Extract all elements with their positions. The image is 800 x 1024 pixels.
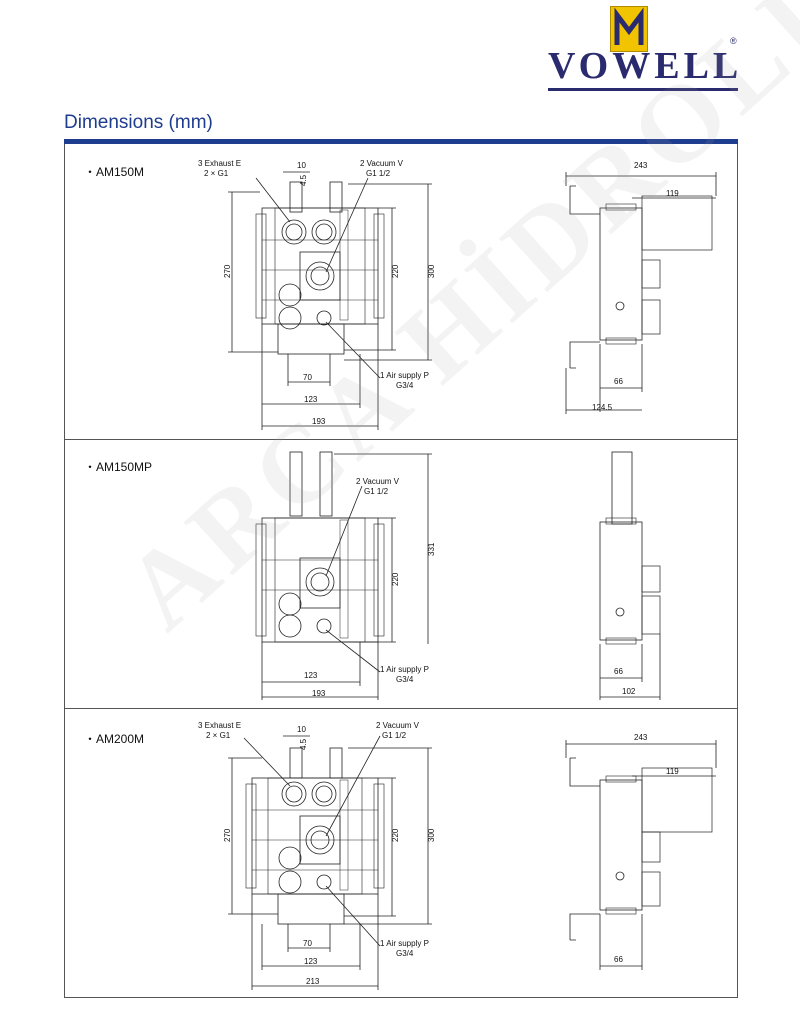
- page-title: Dimensions (mm): [64, 112, 213, 133]
- dim-label: 4.5: [299, 738, 308, 750]
- dim-label: 220: [391, 572, 400, 586]
- dim-label: 102: [622, 687, 636, 696]
- callout-vacuum-port: G1 1/2: [366, 169, 391, 178]
- callout-air-port: G3/4: [396, 381, 414, 390]
- dim-label: 270: [223, 828, 232, 842]
- am150mp-side-view: [599, 451, 661, 700]
- callout-exhaust-port: 2 × G1: [204, 169, 229, 178]
- dim-label: 300: [427, 828, 436, 842]
- callout-air-supply: 1 Air supply P: [380, 665, 429, 674]
- callout-air-port: G3/4: [396, 949, 414, 958]
- dim-label: 123: [304, 671, 318, 680]
- dim-label: 70: [303, 939, 312, 948]
- callout-exhaust: 3 Exhaust E: [198, 159, 241, 168]
- dim-label: 124.5: [592, 403, 613, 412]
- registered-mark: ®: [730, 36, 737, 46]
- callout-air-supply: 1 Air supply P: [380, 371, 429, 380]
- callout-exhaust: 3 Exhaust E: [198, 721, 241, 730]
- dim-label: 331: [427, 542, 436, 556]
- dim-label: 70: [303, 373, 312, 382]
- section-divider: [64, 708, 738, 709]
- dim-label: 270: [223, 264, 232, 278]
- section-title-am150m: ・AM150M: [84, 165, 145, 179]
- am200m-side-view: [565, 740, 717, 970]
- dim-label: 243: [634, 161, 648, 170]
- dim-label: 10: [297, 161, 306, 170]
- logo-underline: [548, 88, 738, 91]
- callout-vacuum: 2 Vacuum V: [376, 721, 420, 730]
- title-bar: [64, 139, 738, 144]
- dim-label: 10: [297, 725, 306, 734]
- dim-label: 119: [666, 189, 679, 198]
- dim-label: 4.5: [299, 174, 308, 186]
- am150m-side-view: [565, 172, 717, 414]
- dim-label: 193: [312, 417, 326, 426]
- am150mp-front-view: [255, 451, 432, 700]
- dim-label: 243: [634, 733, 648, 742]
- dim-label: 123: [304, 395, 318, 404]
- vowell-logo: VOWELL ®: [548, 6, 738, 92]
- section-title-am200m: ・AM200M: [84, 732, 145, 746]
- callout-vacuum-port: G1 1/2: [364, 487, 389, 496]
- dim-label: 66: [614, 955, 623, 964]
- section-divider: [64, 439, 738, 440]
- section-title-am150mp: ・AM150MP: [84, 460, 153, 474]
- dim-label: 123: [304, 957, 318, 966]
- am150m-front-view: [228, 171, 432, 430]
- callout-vacuum-port: G1 1/2: [382, 731, 407, 740]
- callout-vacuum: 2 Vacuum V: [356, 477, 400, 486]
- dim-label: 193: [312, 689, 326, 698]
- logo-m-mark-icon: [610, 6, 648, 52]
- callout-air-supply: 1 Air supply P: [380, 939, 429, 948]
- dim-label: 119: [666, 767, 679, 776]
- dimensions-frame: [64, 144, 738, 998]
- callout-exhaust-port: 2 × G1: [206, 731, 231, 740]
- dim-label: 220: [391, 264, 400, 278]
- dim-label: 66: [614, 377, 623, 386]
- dim-label: 300: [427, 264, 436, 278]
- callout-air-port: G3/4: [396, 675, 414, 684]
- callout-vacuum: 2 Vacuum V: [360, 159, 404, 168]
- dim-label: 213: [306, 977, 320, 986]
- am200m-front-view: [228, 735, 432, 990]
- dim-label: 66: [614, 667, 623, 676]
- brand-name: VOWELL: [548, 45, 743, 87]
- dim-label: 220: [391, 828, 400, 842]
